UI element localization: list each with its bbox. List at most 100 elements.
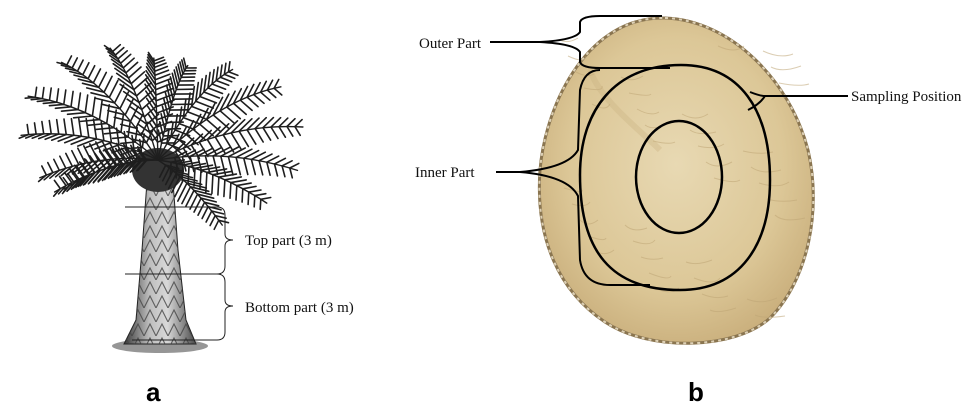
frond-leaflet <box>219 174 237 177</box>
frond-leaflet <box>275 164 278 176</box>
frond-leaflet <box>242 189 243 202</box>
frond-leaflet <box>206 172 207 192</box>
frond-leaflet <box>295 120 302 127</box>
frond-leaflet <box>72 58 77 68</box>
frond-leaflet <box>88 66 95 79</box>
frond-leaflet <box>64 90 66 104</box>
frond-leaflet <box>200 97 217 103</box>
frond-leaflet <box>228 148 245 157</box>
frond-leaflet <box>64 119 66 134</box>
frond-leaflet <box>244 158 248 174</box>
frond-leaflet <box>72 151 79 165</box>
frond-leaflet <box>50 88 52 100</box>
frond-leaflet <box>237 183 251 186</box>
frond-leaflet <box>60 156 66 168</box>
frond-leaflet <box>220 77 231 81</box>
frond-leaflet <box>71 119 73 136</box>
frond-leaflet <box>231 133 241 149</box>
frond-leaflet <box>274 88 282 95</box>
frond-leaflet <box>267 90 275 97</box>
frond-leaflet <box>92 97 95 116</box>
frond-leaflet <box>290 163 299 168</box>
bottom-part-bracket <box>217 274 233 340</box>
frond-leaflet <box>99 72 107 87</box>
frond-leaflet <box>67 56 72 65</box>
panel-letter-b: b <box>688 379 704 405</box>
frond-leaflet <box>225 177 241 180</box>
frond-leaflet <box>93 69 100 83</box>
frond-leaflet <box>295 127 300 136</box>
frond-leaflet <box>83 63 89 75</box>
frond-leaflet <box>178 183 187 201</box>
frond-leaflet <box>214 220 219 229</box>
frond-leaflet <box>54 159 60 170</box>
frond-leaflet <box>247 97 258 107</box>
frond-leaflet <box>142 134 144 147</box>
frond-leaflet <box>239 131 248 146</box>
grain-line <box>771 66 801 70</box>
frond-leaflet <box>202 207 208 219</box>
frond-leaflet <box>104 76 112 92</box>
frond-leaflet <box>85 95 87 113</box>
frond-leaflet <box>224 180 225 197</box>
frond-leaflet <box>279 118 288 127</box>
frond-leaflet <box>49 104 63 105</box>
frond-leaflet <box>35 123 37 134</box>
frond-leaflet <box>282 161 292 166</box>
frond-leaflet <box>212 84 226 89</box>
frond-leaflet <box>287 127 293 137</box>
frond-leaflet <box>43 102 56 103</box>
frond-leaflet <box>115 85 124 103</box>
frond-leaflet <box>198 148 213 156</box>
top-part-label: Top part (3 m) <box>245 234 332 249</box>
frond-leaflet <box>275 158 286 164</box>
frond-leaflet <box>74 116 93 118</box>
frond-leaflet <box>49 121 51 134</box>
grain-line <box>763 51 793 56</box>
frond-leaflet <box>207 119 221 131</box>
frond-leaflet <box>229 72 238 76</box>
frond-leaflet <box>279 127 285 138</box>
sampling-position-label: Sampling Position <box>851 90 961 105</box>
frond-leaflet <box>54 180 60 188</box>
panel-letter-a: a <box>146 379 160 405</box>
frond-leaflet <box>287 119 295 127</box>
frond-leaflet <box>282 166 285 177</box>
frond-leaflet <box>113 45 121 52</box>
frond-leaflet <box>206 211 212 222</box>
frond-leaflet <box>230 183 231 199</box>
frond-leaflet <box>267 156 279 162</box>
frond-leaflet <box>231 180 246 183</box>
frond-leaflet <box>248 192 249 204</box>
frond-leaflet <box>212 175 213 194</box>
frond-leaflet <box>247 130 256 144</box>
inner-part-label: Inner Part <box>415 166 475 181</box>
frond-leaflet <box>224 74 234 78</box>
frond-leaflet <box>255 129 263 142</box>
frond-leaflet <box>204 92 220 98</box>
frond-leaflet <box>128 122 130 138</box>
frond-leaflet <box>78 60 84 71</box>
frond-leaflet <box>104 132 121 134</box>
frond-leaflet <box>271 127 278 138</box>
grain-line <box>779 83 809 85</box>
frond-leaflet <box>210 216 215 226</box>
frond-leaflet <box>208 88 223 94</box>
trunk-cross-section <box>539 18 813 343</box>
frond-leaflet <box>27 125 28 135</box>
frond-leaflet <box>57 120 59 134</box>
frond-leaflet <box>78 93 80 110</box>
frond-leaflet <box>255 194 266 196</box>
frond-leaflet <box>80 120 100 122</box>
frond-leaflet <box>236 157 240 174</box>
frond-leaflet <box>109 81 118 98</box>
frond-leaflet <box>227 107 241 119</box>
frond-leaflet <box>42 88 44 99</box>
frond-leaflet <box>25 97 35 98</box>
frond-leaflet <box>42 122 44 134</box>
outer-part-label: Outer Part <box>419 37 481 52</box>
frond-leaflet <box>254 196 255 207</box>
frond-leaflet <box>42 166 47 175</box>
